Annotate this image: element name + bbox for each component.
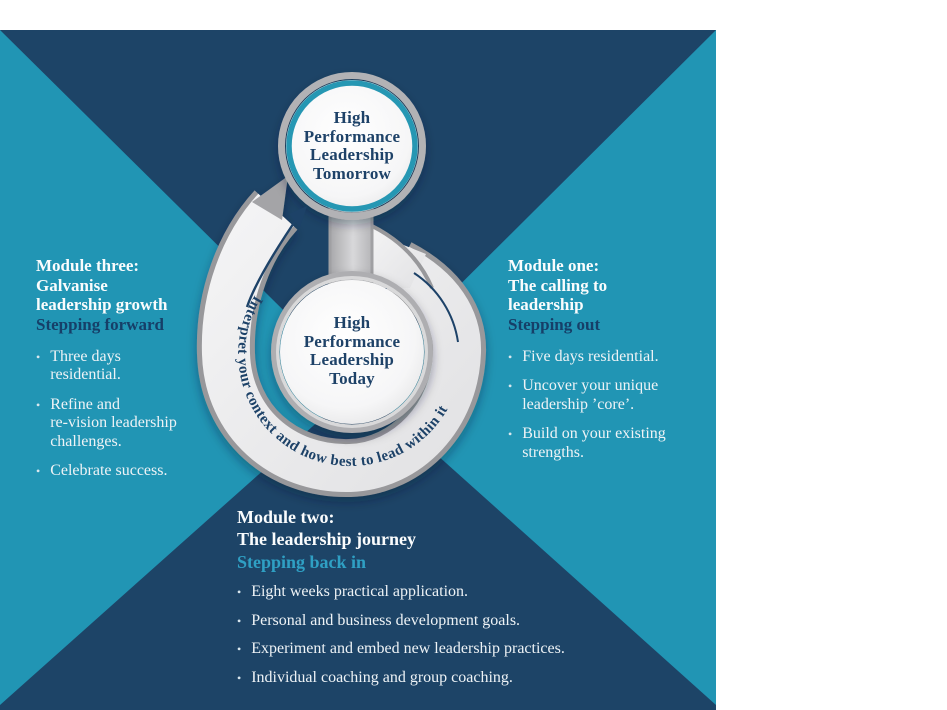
bullet-item: • Build on your existing strengths. xyxy=(508,425,704,462)
curved-text-leader-line xyxy=(413,272,459,343)
bullet-item: • Three days residential. xyxy=(36,348,248,385)
bullet-item: • Celebrate success. xyxy=(36,462,248,481)
text-line: Performance xyxy=(303,126,401,146)
middle-circle xyxy=(271,271,433,433)
bullet-text: Personal and business development goals. xyxy=(251,611,521,629)
text-line: High xyxy=(333,313,371,332)
text-line: Tomorrow xyxy=(312,163,392,183)
top-circle xyxy=(278,72,426,220)
module-two-title: Module two:The leadership journey xyxy=(237,506,667,551)
bullet-text: Five days residential. xyxy=(522,347,659,365)
background-teal-right-triangle xyxy=(359,30,716,705)
text-line: Galvanise xyxy=(36,275,108,295)
text-line: Performance xyxy=(303,331,401,351)
module-one-bullets: • Five days residential. • Uncover your uni… xyxy=(508,348,704,463)
bullet-text: Three days residential. xyxy=(50,347,121,384)
text-line: Module two: xyxy=(237,507,335,527)
bullet-text: Eight weeks practical application. xyxy=(251,583,469,601)
band-outer-edge-line xyxy=(371,224,434,289)
top-circle-silver-ring xyxy=(278,72,426,220)
up-arrow-icon xyxy=(245,206,307,308)
swirl-arrowhead-icon xyxy=(252,176,288,220)
bullet-dot-icon: • xyxy=(237,670,242,685)
bullet-item: • Five days residential. xyxy=(508,348,704,367)
text-line: leadership xyxy=(508,295,584,315)
text-line: High xyxy=(333,108,371,127)
bullet-text: Celebrate success. xyxy=(50,462,168,480)
bullet-item: • Personal and business development goals… xyxy=(237,612,667,631)
module-two-bullets: • Eight weeks practical application. • Pers… xyxy=(237,583,667,687)
bullet-text: Uncover your unique leadership ’core’. xyxy=(522,377,659,413)
band-stem-junction xyxy=(368,225,426,288)
module-three-subtitle: Stepping forward xyxy=(36,315,164,335)
bullet-dot-icon: • xyxy=(36,349,41,364)
bullet-dot-icon: • xyxy=(508,427,513,442)
leadership-journey-diagram: Interpret your context and how best to l… xyxy=(0,30,716,710)
bullet-text: Build on your existing strengths. xyxy=(522,425,666,461)
bullet-dot-icon: • xyxy=(508,349,513,364)
bullet-item: • Refine and re-vision leadership challen… xyxy=(36,396,248,452)
text-line: Module three: xyxy=(36,256,140,275)
swirl-band xyxy=(196,176,486,498)
bullet-dot-icon: • xyxy=(237,642,242,657)
bullet-item: • Experiment and embed new leadership pra… xyxy=(237,640,667,659)
module-three-bullets: • Three days residential. • Refine and re-v… xyxy=(36,348,248,481)
background-teal-left-triangle xyxy=(0,30,359,705)
bullet-item: • Eight weeks practical application. xyxy=(237,583,667,602)
bullet-item: • Individual coaching and group coaching. xyxy=(237,669,667,688)
bullet-text: Refine and re-vision leadership challeng… xyxy=(50,395,177,450)
text-line: leadership growth xyxy=(36,295,168,315)
bullet-text: Individual coaching and group coaching. xyxy=(251,668,513,686)
text-line: Leadership xyxy=(309,145,395,164)
module-one-subtitle: Stepping out xyxy=(508,315,601,335)
bullet-text: Experiment and embed new leadership prac… xyxy=(251,640,565,658)
bullet-dot-icon: • xyxy=(508,379,513,394)
module-two-subtitle: Stepping back in xyxy=(237,551,367,572)
diagram-artwork: Interpret your context and how best to l… xyxy=(0,30,716,710)
bullet-dot-icon: • xyxy=(36,464,41,479)
text-line: The leadership journey xyxy=(237,529,417,550)
text-line: The calling to xyxy=(508,275,608,295)
bullet-dot-icon: • xyxy=(237,585,242,600)
text-line: Today xyxy=(329,368,375,388)
text-line: Leadership xyxy=(309,350,395,369)
middle-circle-silver-ring xyxy=(271,271,433,433)
bullet-item: • Uncover your unique leadership ’core’. xyxy=(508,377,704,414)
module-two-block: Module two:The leadership journey Steppi… xyxy=(237,506,667,697)
top-circle-teal-ring xyxy=(286,80,418,212)
text-line: Module one: xyxy=(508,256,600,275)
bullet-dot-icon: • xyxy=(237,613,242,628)
bullet-dot-icon: • xyxy=(36,397,41,412)
